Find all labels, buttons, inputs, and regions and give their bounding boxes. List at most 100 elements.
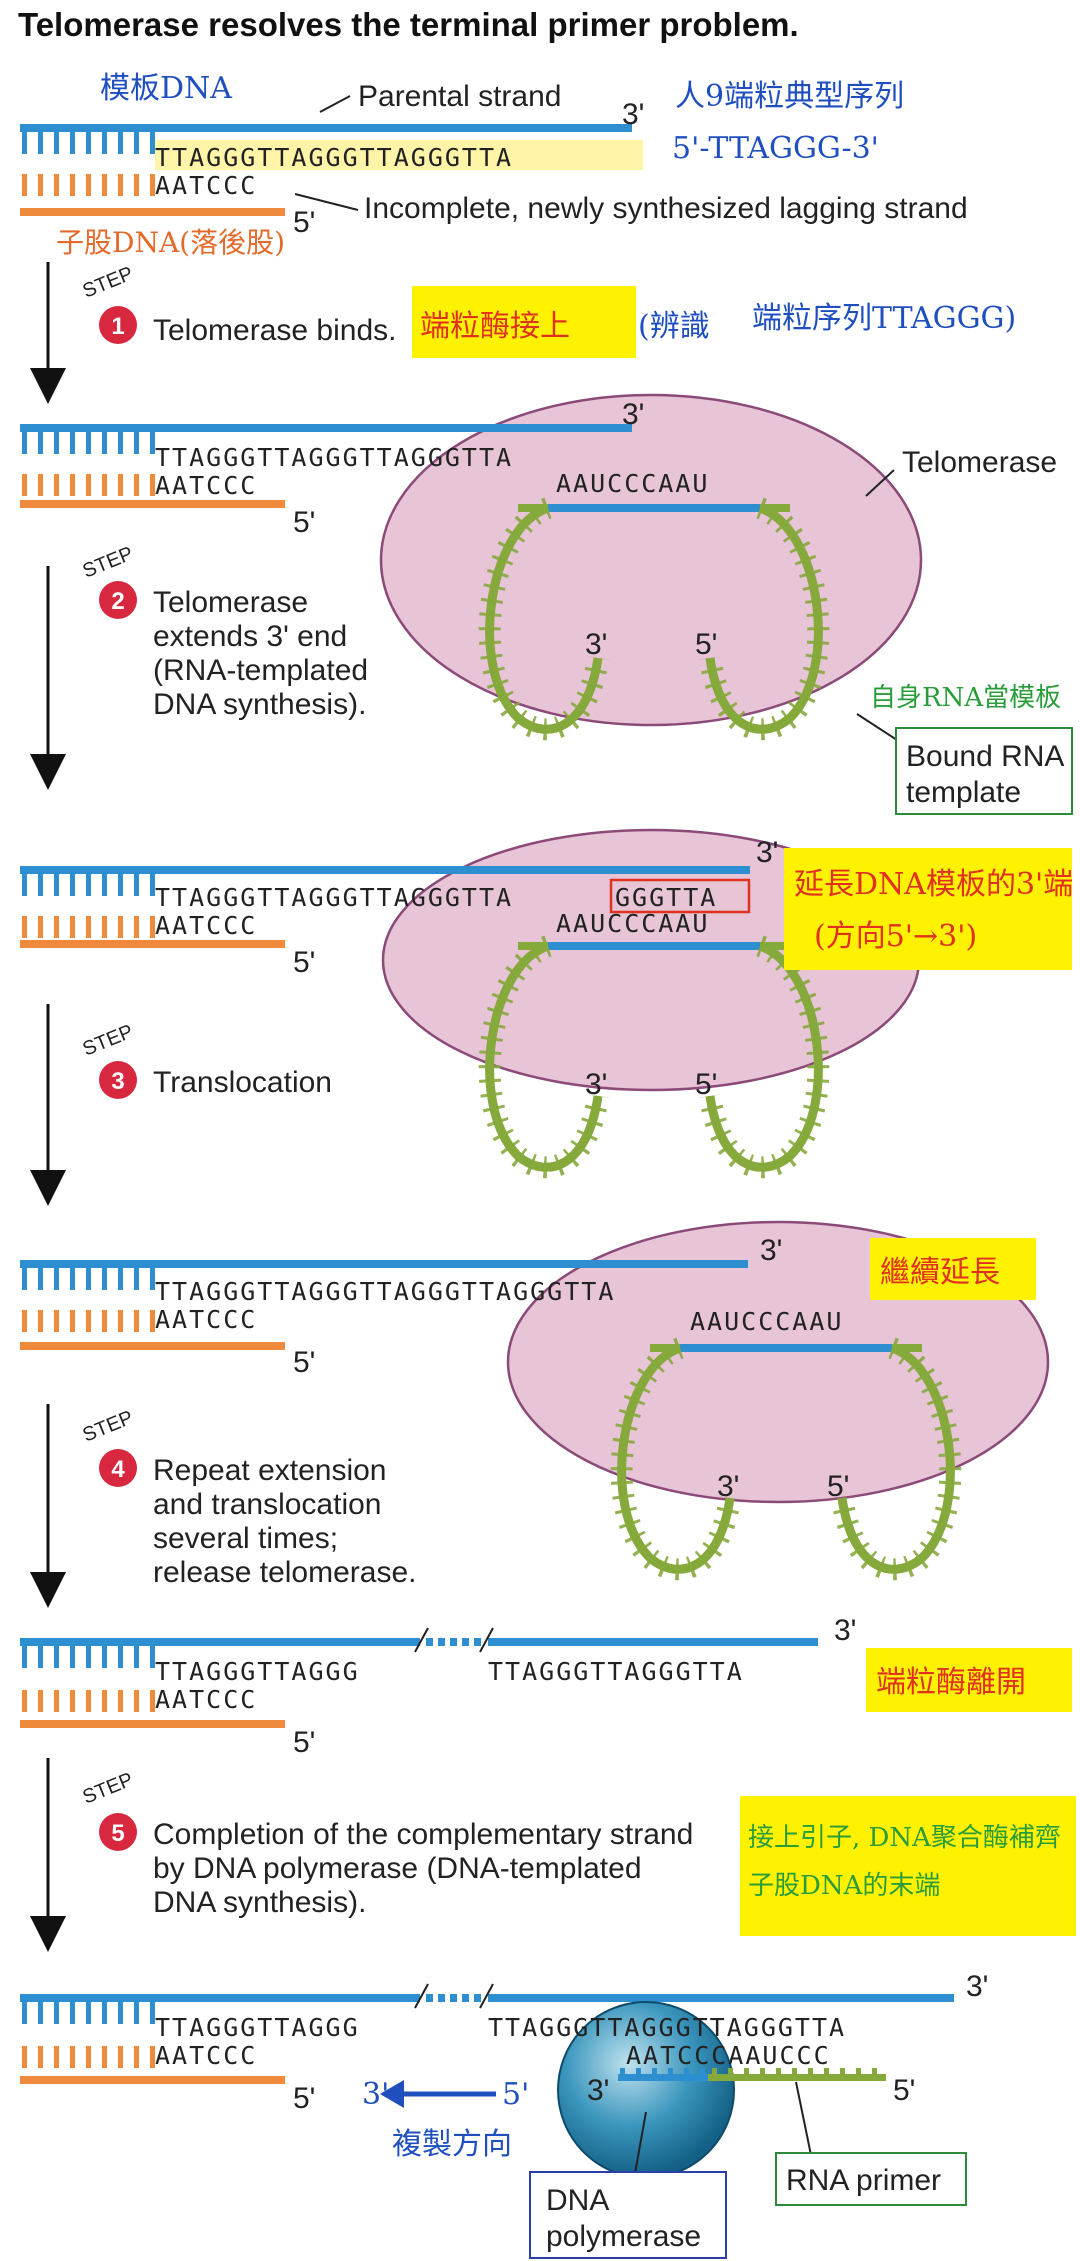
step-text: Telomerase binds. (153, 314, 396, 347)
three-prime-label: 3' (966, 1970, 988, 2003)
section-step1: TTAGGGTTAGGGTTAGGGTTA AATCCC 3' 5' AAUCC… (20, 393, 1057, 741)
parental-sequence: TTAGGGTTAGGGTTAGGGTTA (155, 883, 513, 912)
parental-sequence-right: TTAGGGTTAGGGTTA (488, 1657, 744, 1686)
step-number: 4 (111, 1456, 125, 1483)
dna-polymerase-label-1: DNA (546, 2184, 609, 2217)
parental-sequence: TTAGGGTTAGGGTTAGGGTTA (155, 143, 513, 172)
five-prime-label: 5' (293, 1726, 315, 1759)
three-prime-label: 3' (756, 836, 778, 869)
primer-note-1: 接上引子, DNA聚合酶補齊 (748, 1823, 1061, 1853)
rna-template-sequence: AAUCCCAAU (690, 1307, 843, 1336)
step-word: STEP (80, 1769, 137, 1809)
step-text-line: (RNA-templated (153, 654, 368, 687)
rna-three-prime: 3' (585, 628, 607, 661)
note-highlight (870, 1238, 1036, 1300)
section-initial: TTAGGGTTAGGGTTAGGGTTA AATCCC 3' 5' Paren… (20, 71, 968, 259)
note-highlight (784, 848, 1072, 970)
step-text-line: Completion of the complementary strand (153, 1818, 693, 1851)
step-word: STEP (80, 1407, 137, 1447)
five-prime-label: 5' (293, 1346, 315, 1379)
continue-extend-note: 繼續延長 (880, 1255, 1000, 1290)
bound-rna-label-2: template (906, 776, 1021, 809)
rna-template-sequence: AAUCCCAAU (556, 469, 709, 498)
step-number-badge (99, 1061, 137, 1099)
step-word: STEP (80, 543, 137, 583)
telomerase-attach-note: 端粒酶接上 (420, 309, 570, 344)
added-sequence-box (609, 878, 751, 914)
telomerase-leaves-note: 端粒酶離開 (876, 1665, 1026, 1700)
step-4: STEP 4 Repeat extension and translocatio… (30, 1404, 416, 1608)
bound-rna-label-1: Bound RNA (906, 740, 1064, 773)
arrow-left-label: 3' (362, 2077, 389, 2112)
note-highlight (412, 286, 636, 358)
parental-strand-label: Parental strand (358, 80, 561, 113)
parental-sequence: TTAGGGTTAGGGTTAGGGTTAGGGTTA (155, 1277, 615, 1306)
bound-rna-template-box (895, 727, 1073, 815)
five-prime-label: 5' (293, 946, 315, 979)
step-word: STEP (80, 263, 137, 303)
rna-three-prime: 3' (717, 1470, 739, 1503)
recognize-note: (辨識 (638, 309, 710, 344)
parental-sequence: TTAGGGTTAGGGTTAGGGTTA (155, 443, 513, 472)
step-3: STEP 3 Translocation (30, 1004, 332, 1206)
dna-polymerase-label-2: polymerase (546, 2220, 701, 2253)
polymerase-three-prime: 3' (587, 2074, 609, 2107)
rna-three-prime: 3' (585, 1068, 607, 1101)
three-prime-label: 3' (622, 398, 644, 431)
incomplete-strand-label: Incomplete, newly synthesized lagging st… (364, 192, 968, 225)
step-text-line: by DNA polymerase (DNA-templated (153, 1852, 642, 1885)
three-prime-label: 3' (834, 1614, 856, 1647)
five-prime-label: 5' (293, 2082, 315, 2115)
rna-five-prime: 5' (695, 628, 717, 661)
telomerase-label: Telomerase (902, 446, 1057, 479)
human-telomere-note-2: 5'-TTAGGG-3' (672, 131, 879, 166)
step-text-line: DNA synthesis). (153, 688, 366, 721)
section-step2: TTAGGGTTAGGGTTAGGGTTA GGGTTA AATCCC 3' 5… (20, 828, 1073, 1179)
page-title: Telomerase resolves the terminal primer … (18, 6, 799, 43)
replication-direction-note: 複製方向 (392, 2127, 512, 2162)
extend-note-1: 延長DNA模板的3'端 (794, 867, 1073, 902)
step-number: 1 (111, 313, 124, 340)
step-number-badge (99, 306, 137, 344)
step-number: 3 (111, 1068, 124, 1095)
own-rna-template-note: 自身RNA當模板 (870, 683, 1061, 713)
step-text-line: Repeat extension (153, 1454, 387, 1487)
five-prime-label: 5' (293, 206, 315, 239)
lagging-sequence: AATCCC (155, 911, 257, 940)
lagging-sequence: AATCCC (155, 471, 257, 500)
rna-primer-label: RNA primer (786, 2164, 941, 2197)
note-highlight (740, 1796, 1076, 1936)
template-dna-note: 模板DNA (100, 71, 232, 106)
step-text-line: and translocation (153, 1488, 382, 1521)
step-number: 2 (111, 588, 124, 615)
parental-sequence-right: TTAGGGTTAGGGTTAGGGTTA (488, 2013, 846, 2042)
lagging-sequence: AATCCC (155, 1305, 257, 1334)
step-text-line: release telomerase. (153, 1556, 416, 1589)
five-prime-label: 5' (293, 506, 315, 539)
section-final: TTAGGGTTAGGG AATCCC 3' 5' TTAGGGTTAGGGTT… (20, 1970, 988, 2259)
step-1: STEP 1 Telomerase binds. 端粒酶接上 (辨識 端粒序列T… (30, 262, 1016, 404)
human-telomere-note-1: 人9端粒典型序列 (675, 79, 904, 114)
final-bottom-sequence: AATCCCAAUCCC (626, 2041, 831, 2070)
step-text-line: Telomerase (153, 586, 308, 619)
telomerase-enzyme (379, 393, 923, 727)
step-word: STEP (80, 1021, 137, 1061)
rna-five-prime: 5' (695, 1068, 717, 1101)
sequence-highlight (155, 140, 643, 170)
three-prime-label: 3' (760, 1234, 782, 1267)
section-step4: TTAGGGTTAGGG TTAGGGTTAGGGTTA AATCCC 3' 5… (20, 1614, 1072, 1759)
added-sequence: GGGTTA (615, 883, 717, 912)
dna-polymerase-box (529, 2171, 727, 2259)
lagging-sequence: AATCCC (155, 2041, 257, 2070)
step-5: STEP 5 Completion of the complementary s… (30, 1758, 1076, 1952)
daughter-dna-note: 子股DNA(落後股) (56, 226, 285, 259)
primer-five-prime: 5' (893, 2074, 915, 2107)
section-step3: TTAGGGTTAGGGTTAGGGTTAGGGTTA AATCCC 3' 5'… (20, 1220, 1050, 1581)
rna-template-sequence: AAUCCCAAU (556, 909, 709, 938)
step-text-line: DNA synthesis). (153, 1886, 366, 1919)
step-text-line: extends 3' end (153, 620, 347, 653)
parental-sequence-left: TTAGGGTTAGGG (155, 2013, 360, 2042)
step-text: Translocation (153, 1066, 332, 1099)
lagging-sequence: AATCCC (155, 171, 257, 200)
